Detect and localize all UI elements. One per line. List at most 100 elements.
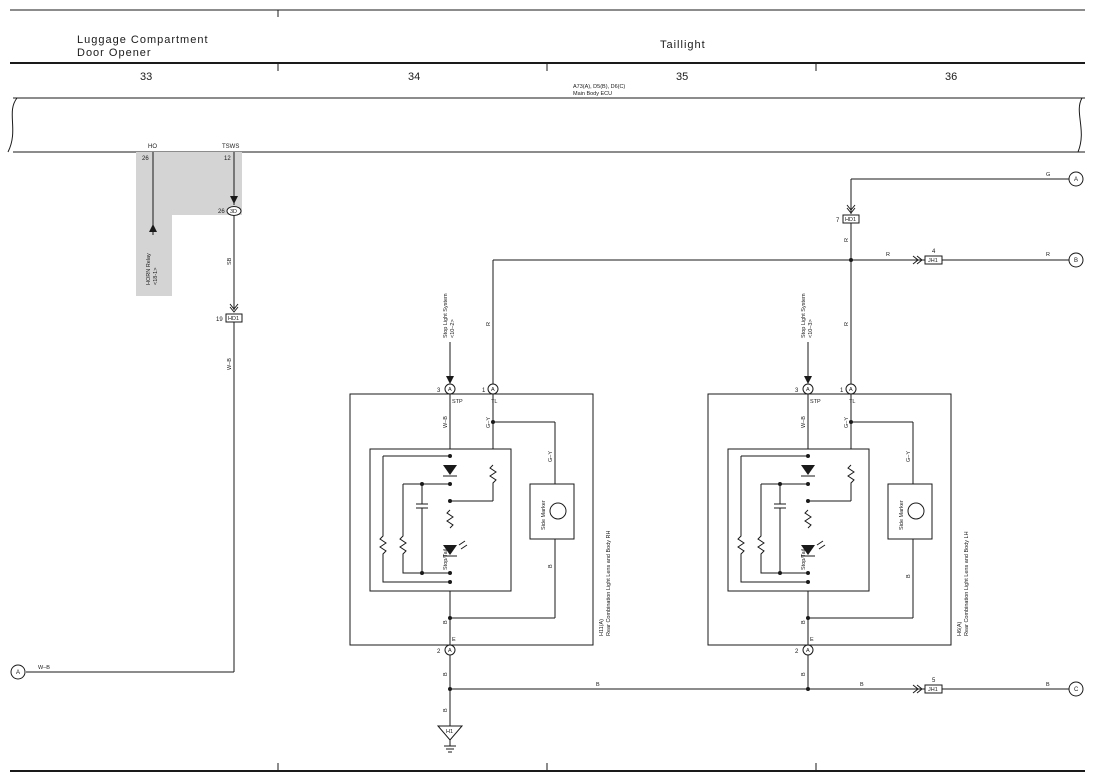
rh-component-label: H11(A) Rear Combination Light Lens and B… bbox=[599, 530, 612, 636]
resistor-left2-rh bbox=[399, 484, 450, 574]
inner-box-rh bbox=[369, 448, 512, 592]
rear-combination-light-lh: Stop Light System <10–3> 3 A 1 A STP TL … bbox=[707, 293, 970, 689]
off-page-c-label: C bbox=[1074, 687, 1079, 693]
column-number-35: 35 bbox=[676, 71, 688, 83]
resistor-left-lh bbox=[737, 456, 808, 583]
wire-b-side-lh-label: B bbox=[906, 574, 912, 578]
ecu-right-break bbox=[1077, 97, 1083, 153]
led-stop-tail-lh bbox=[801, 545, 815, 555]
svg-text:<10–3>: <10–3> bbox=[808, 319, 814, 338]
connector-3d-label: 3D bbox=[230, 209, 237, 215]
stop-light-system-rh-label: Stop Light System <10–2> bbox=[443, 293, 456, 338]
wire-b-lh-inner-label: B bbox=[801, 620, 807, 624]
wire-b-label-3: B bbox=[1046, 682, 1050, 688]
tl-label-lh: TL bbox=[849, 399, 855, 405]
taillight-title: Taillight bbox=[660, 39, 706, 51]
pin-4-label: 4 bbox=[932, 249, 936, 255]
e-label-rh: E bbox=[452, 637, 456, 643]
ecu-left-break bbox=[7, 97, 18, 153]
connector-jh1-4 bbox=[924, 255, 943, 265]
pin-3-rh: 3 bbox=[437, 388, 441, 394]
wire-wb-lh-label: W–B bbox=[801, 416, 807, 428]
ecu-pin-tsws-name: TSWS bbox=[222, 144, 239, 150]
wire-r-label-2: R bbox=[1046, 252, 1050, 258]
horn-relay-label: HORN Relay <18-1> bbox=[146, 253, 159, 285]
column-number-36: 36 bbox=[945, 71, 957, 83]
double-chevron-2b bbox=[846, 207, 856, 214]
connector-hd1-19-label: HD1 bbox=[228, 316, 239, 322]
led-rays-lh bbox=[816, 540, 826, 550]
led-rays-rh bbox=[458, 540, 468, 550]
wire-wb-label-vertical: W–B bbox=[227, 358, 233, 370]
off-page-connector-a-left bbox=[10, 664, 26, 680]
splice-mid-lh bbox=[806, 499, 810, 503]
off-page-b-label: B bbox=[1074, 258, 1078, 264]
ecu-name: Main Body ECU bbox=[573, 91, 612, 97]
shaded-region bbox=[136, 152, 242, 296]
side-marker-lh-label: Side Marker bbox=[899, 500, 905, 530]
splice-b-inner-lh bbox=[806, 616, 810, 620]
connector-jh1-5-label: JH1 bbox=[928, 687, 938, 693]
off-page-connector-c bbox=[1068, 681, 1084, 697]
stp-label-lh: STP bbox=[810, 399, 821, 405]
resistor-left-rh bbox=[379, 456, 450, 583]
wire-gy-lh-label: G–Y bbox=[844, 417, 850, 428]
pin-19-label: 19 bbox=[216, 317, 223, 323]
off-page-a-right-label: A bbox=[1074, 177, 1078, 183]
tl-label-rh: TL bbox=[491, 399, 497, 405]
resistor-tail-lh bbox=[847, 464, 855, 501]
resistor-tail-rh bbox=[489, 464, 497, 501]
wire-sb-label: SB bbox=[227, 257, 233, 265]
connector-lh-pin2-letter: A bbox=[806, 648, 810, 654]
diode-rh bbox=[443, 465, 457, 475]
wire-g-label: G bbox=[1046, 172, 1050, 178]
rear-combination-light-rh: Stop Light System <10–2> 3 A 1 A STP TL … bbox=[349, 293, 612, 753]
pin-2-lh: 2 bbox=[795, 649, 799, 655]
off-page-connector-a-right bbox=[1068, 171, 1084, 187]
wire-wb-label-horizontal: W–B bbox=[38, 665, 50, 671]
wire-b-label-1: B bbox=[596, 682, 600, 688]
wire-r-lh-label-top: R bbox=[844, 238, 850, 242]
ecu-connector-codes: A73(A), D5(B), D6(C) bbox=[573, 84, 625, 90]
splice-mid-rh bbox=[448, 499, 452, 503]
connector-3d bbox=[226, 206, 242, 216]
connector-rh-pin2-letter: A bbox=[448, 648, 452, 654]
splice-low-rh bbox=[448, 571, 452, 575]
resistor-mid-rh bbox=[446, 509, 454, 529]
wire-b-ground-label-1: B bbox=[443, 672, 449, 676]
double-chevron-3b bbox=[916, 255, 923, 265]
stop-tail-lh-label: Stop/Tail bbox=[801, 549, 807, 570]
wire-gy-rh-label: G–Y bbox=[486, 417, 492, 428]
pin-1-lh: 1 bbox=[840, 388, 844, 394]
e-label-lh: E bbox=[810, 637, 814, 643]
svg-text:H6(A): H6(A) bbox=[957, 621, 963, 636]
arrow-down-stp-rh bbox=[446, 376, 454, 384]
wire-b-ground-label-2: B bbox=[443, 708, 449, 712]
ecu-pin-tsws-number: 12 bbox=[224, 156, 231, 162]
svg-text:H11(A): H11(A) bbox=[599, 619, 605, 636]
ecu-pin-ho-number: 26 bbox=[142, 156, 149, 162]
connector-jh1-4-label: JH1 bbox=[928, 258, 938, 264]
wire-b-side-rh-label: B bbox=[548, 564, 554, 568]
luggage-title-line1: Luggage Compartment bbox=[77, 34, 209, 46]
wire-wb-rh-label: W–B bbox=[443, 416, 449, 428]
stop-light-system-lh-label: Stop Light System <10–3> bbox=[801, 293, 814, 338]
pin-3-lh: 3 bbox=[795, 388, 799, 394]
ecu-pin-ho-name: HO bbox=[148, 144, 157, 150]
splice-cap-top-lh bbox=[778, 482, 782, 486]
connector-rh-pin1-letter: A bbox=[491, 387, 495, 393]
svg-text:Rear Combination Light Lens an: Rear Combination Light Lens and Body LH bbox=[964, 531, 970, 636]
arrow-up-horn bbox=[149, 224, 157, 232]
wire-r-lh-label: R bbox=[844, 322, 850, 326]
svg-text:<10–2>: <10–2> bbox=[450, 319, 456, 338]
splice-cap-top-rh bbox=[420, 482, 424, 486]
pin-7-label: 7 bbox=[836, 218, 840, 224]
svg-text:Stop Light System: Stop Light System bbox=[443, 293, 449, 338]
diode-lh bbox=[801, 465, 815, 475]
splice-low-lh bbox=[806, 571, 810, 575]
splice-b-inner-rh bbox=[448, 616, 452, 620]
column-number-33: 33 bbox=[140, 71, 152, 83]
wire-gy-lh-side-label: G–Y bbox=[906, 451, 912, 462]
svg-text:<18-1>: <18-1> bbox=[153, 268, 159, 285]
